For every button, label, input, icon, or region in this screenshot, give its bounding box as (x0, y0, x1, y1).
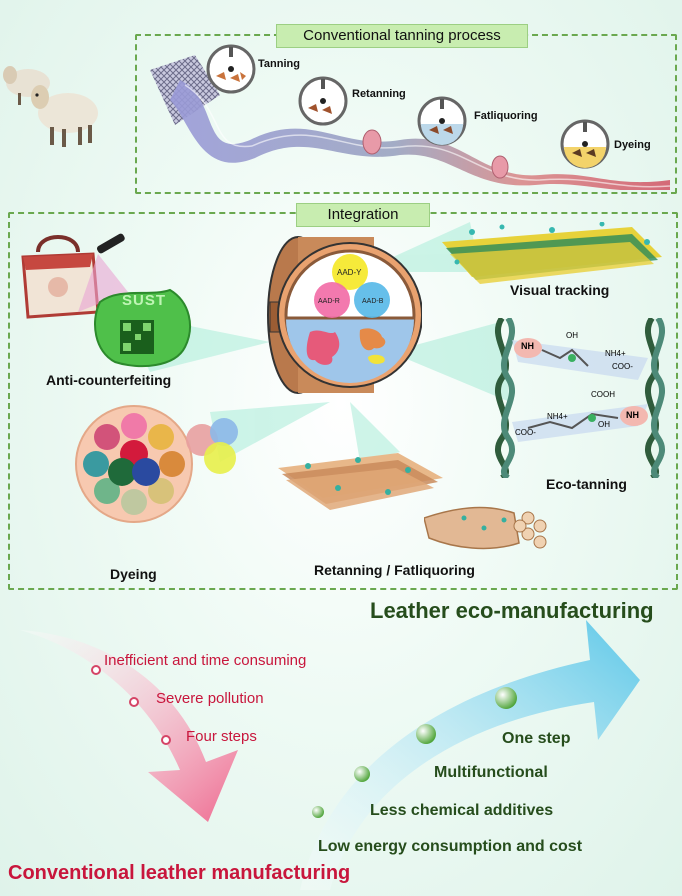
retanning-drum-icon (298, 76, 348, 126)
chem-nh4-1: NH4+ (605, 349, 626, 358)
fiber-bundle-icon (424, 506, 547, 550)
chem-oh-2: OH (598, 420, 610, 429)
drum-label-aad-b: AAD-B (362, 298, 384, 305)
tag-text: SUST (122, 292, 167, 309)
drum-label-aad-y: AAD-Y (337, 268, 362, 277)
eco-tanning-helix-icon (494, 318, 666, 478)
eco-point-4: Low energy consumption and cost (318, 838, 583, 855)
chem-nh-1: NH (521, 341, 534, 351)
conventional-point-2: Severe pollution (156, 690, 264, 707)
step-tanning-label: Tanning (258, 58, 300, 70)
chem-nh-2: NH (626, 410, 639, 420)
step-fatliquoring-label: Fatliquoring (474, 110, 538, 122)
collagen-fiber-ribbon (150, 55, 671, 190)
visual-tracking-label: Visual tracking (510, 282, 610, 298)
dyeing-color-wheel-icon (75, 405, 193, 523)
dye-molecules-icon (186, 418, 238, 474)
anti-counterfeiting-label: Anti-counterfeiting (46, 372, 172, 388)
fatliquoring-drum-icon (417, 96, 467, 146)
conventional-title: Conventional leather manufacturing (8, 862, 351, 884)
conventional-point-1: Inefficient and time consuming (104, 652, 307, 669)
chem-oh-1: OH (566, 331, 578, 340)
conventional-bullets (91, 665, 171, 745)
step-retanning-label: Retanning (352, 88, 406, 100)
visual-tracking-sheet-icon (442, 222, 662, 284)
eco-point-2: Multifunctional (434, 764, 548, 781)
eco-point-3: Less chemical additives (370, 802, 554, 819)
step-dyeing-label: Dyeing (614, 139, 651, 151)
eco-tanning-label: Eco-tanning (546, 476, 627, 492)
flow-arrows (20, 620, 640, 890)
integration-title: Integration (296, 203, 430, 227)
retanning-sheet-icon (278, 453, 443, 510)
chem-coo-2: COO- (515, 428, 536, 437)
eco-bullets (312, 687, 517, 818)
handbag-icon (21, 233, 128, 319)
conventional-point-3: Four steps (186, 728, 257, 745)
chem-nh4-2: NH4+ (547, 412, 568, 421)
drum-label-aad-r: AAD-R (318, 298, 340, 305)
chem-coo-1: COO- (612, 362, 633, 371)
dyeing-drum-icon (560, 119, 610, 169)
integration-drum-icon (267, 236, 422, 394)
dyeing-label: Dyeing (110, 566, 157, 582)
sheep-icon (3, 66, 98, 147)
tanning-drum-icon (206, 44, 256, 94)
chem-cooh: COOH (591, 390, 615, 399)
retanning-fatliquoring-label: Retanning / Fatliquoring (314, 562, 475, 578)
eco-title: Leather eco-manufacturing (370, 598, 654, 623)
anti-counterfeit-tag-icon (94, 288, 191, 368)
conventional-process-title: Conventional tanning process (276, 24, 528, 48)
eco-point-1: One step (502, 730, 571, 747)
